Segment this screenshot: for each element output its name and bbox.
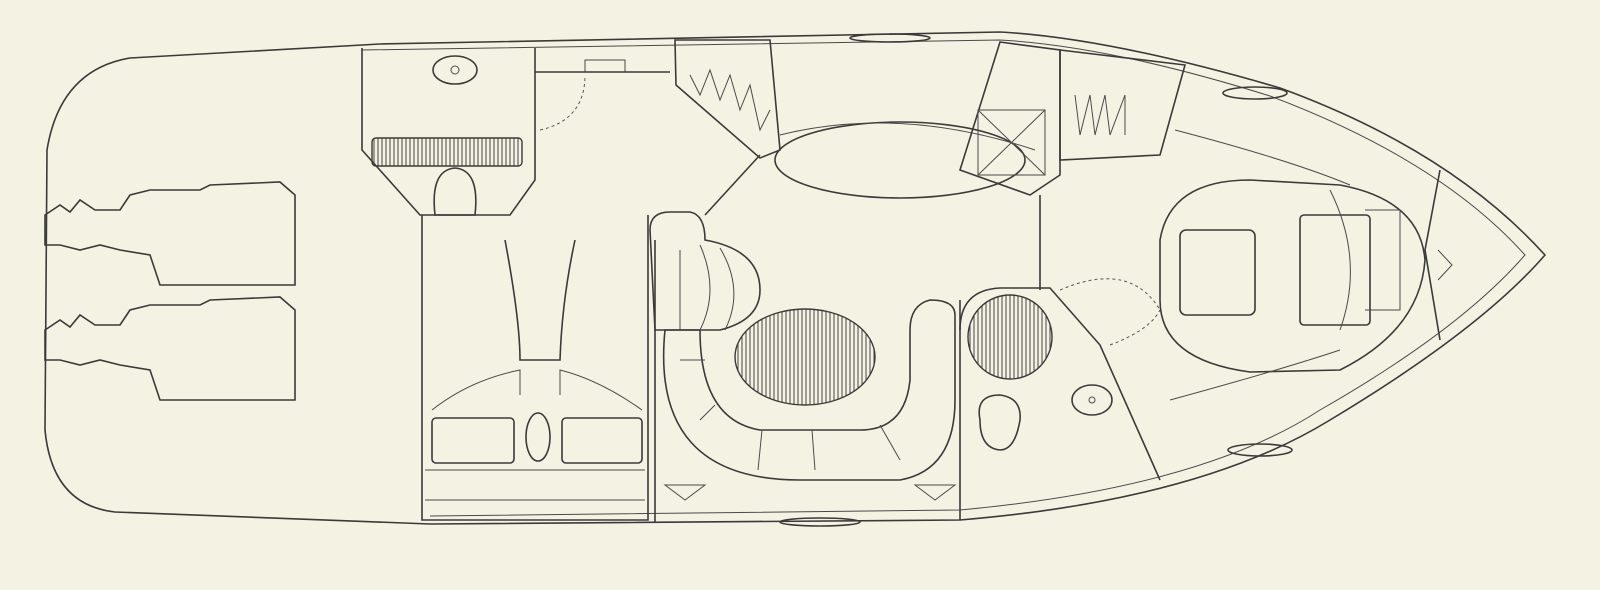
galley-seat-lines — [679, 244, 735, 331]
bedspread-fold — [431, 369, 643, 411]
locker-cross — [977, 109, 1046, 176]
toilet-forward — [978, 394, 1021, 451]
stair-treads-forward — [1074, 94, 1126, 136]
door-swing-forward — [1059, 278, 1161, 346]
aft-berth — [421, 215, 649, 521]
v-berth-seatback — [1169, 129, 1351, 401]
hanging-locker — [959, 41, 1061, 196]
pillow-right — [561, 417, 643, 464]
v-berth — [1159, 179, 1426, 373]
forward-sink-drain — [1088, 396, 1096, 404]
bow-anchor-locker — [1424, 169, 1441, 341]
engine-starboard — [44, 296, 296, 401]
forward-stairs — [1059, 49, 1187, 161]
stair-treads — [689, 68, 771, 132]
deck-hatch — [849, 33, 931, 43]
pillow-left — [431, 417, 515, 464]
settee-back — [779, 122, 1036, 151]
v-berth-pillow — [1329, 189, 1401, 331]
vanity-counter — [371, 137, 523, 167]
door-swing-head — [539, 74, 586, 131]
hull-inner-line — [361, 39, 1526, 517]
berth-divider — [504, 239, 576, 361]
engine-port — [44, 181, 296, 286]
toilet — [433, 167, 477, 216]
deck-hatch — [779, 517, 861, 527]
dinette-skylight — [774, 121, 1026, 199]
forward-sink — [1071, 384, 1113, 416]
v-berth-cushion-forward — [1299, 214, 1371, 326]
sink-drain — [450, 65, 460, 75]
sink — [432, 55, 478, 85]
galley-bulkhead — [704, 154, 1041, 290]
round-shower — [967, 294, 1053, 380]
forward-head — [959, 287, 1161, 481]
companionway-stairs — [674, 39, 781, 159]
galley-counter — [649, 211, 761, 331]
v-berth-cushion-aft — [1179, 229, 1256, 316]
bow-anchor-mark — [1437, 249, 1453, 281]
deck-hatch — [1227, 443, 1293, 457]
dinette-settee — [662, 299, 956, 481]
dinette-table — [734, 308, 876, 406]
night-table — [525, 412, 551, 462]
settee-cushions — [680, 359, 901, 471]
deck-hatch — [1222, 86, 1288, 100]
floor-hatch-marker — [663, 484, 957, 501]
hull-outline — [44, 31, 1547, 525]
